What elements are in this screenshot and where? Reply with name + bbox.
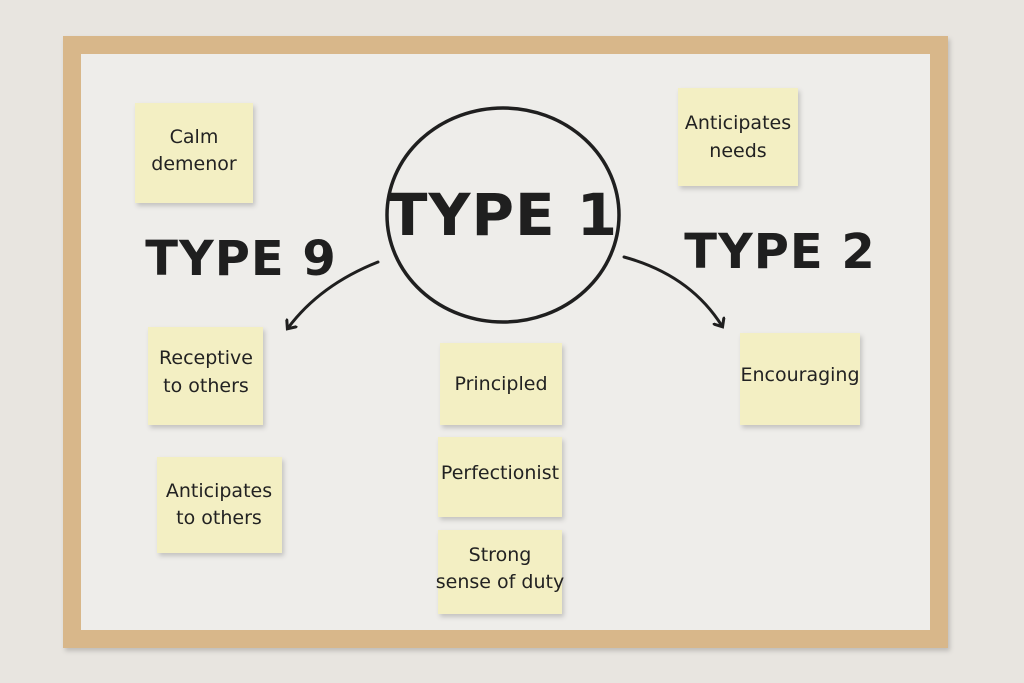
note-text: Calm — [170, 126, 219, 148]
arrow-to-type-9 — [288, 260, 380, 328]
note-text: Perfectionist — [441, 462, 559, 484]
note-text: Anticipates — [685, 112, 791, 134]
type-2-label: TYPE 2 — [684, 224, 876, 280]
sticky-note-calm: Calm demenor — [135, 103, 253, 203]
note-text: to others — [176, 507, 262, 529]
note-text: Strong — [469, 544, 532, 566]
note-text: Encouraging — [740, 364, 859, 386]
center-circle — [385, 106, 621, 324]
type-1-label: TYPE 1 — [388, 181, 618, 249]
note-text: needs — [709, 140, 766, 162]
sticky-note-anticipates-needs: Anticipates needs — [678, 88, 798, 186]
note-text: Anticipates — [166, 480, 272, 502]
note-text: Principled — [454, 373, 547, 395]
type-9-label: TYPE 9 — [145, 231, 337, 287]
sticky-note-principled: Principled — [440, 343, 562, 425]
sticky-note-anticipates-others: Anticipates to others — [157, 457, 282, 553]
note-text: to others — [163, 375, 249, 397]
sticky-note-perfectionist: Perfectionist — [438, 437, 562, 517]
sticky-note-encouraging: Encouraging — [740, 333, 860, 425]
arrow-to-type-2 — [622, 255, 722, 326]
note-text: sense of duty — [436, 571, 564, 593]
note-text: Receptive — [159, 347, 253, 369]
sticky-note-receptive: Receptive to others — [148, 327, 263, 425]
sticky-note-duty: Strong sense of duty — [436, 530, 564, 614]
note-text: demenor — [151, 153, 237, 175]
